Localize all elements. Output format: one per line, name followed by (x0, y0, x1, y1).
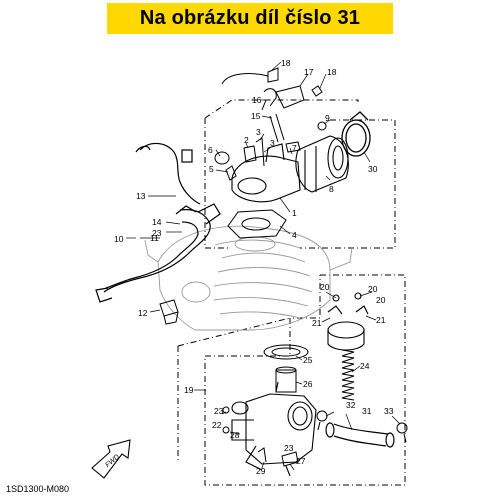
part-label-22: 22 (212, 420, 222, 430)
part-label-3: 3 (256, 127, 261, 137)
part-label-18b: 18 (327, 67, 337, 77)
part-label-19: 19 (184, 385, 194, 395)
part-label-18a: 18 (281, 58, 291, 68)
carburetor-screws (222, 406, 299, 467)
title-banner: Na obrázku díl číslo 31 (107, 3, 393, 34)
diaphragm (263, 344, 309, 360)
part-label-7: 7 (292, 143, 297, 153)
wiring-harness (135, 142, 201, 205)
part-label-31: 31 (362, 406, 372, 416)
part-label-28: 28 (230, 430, 240, 440)
part-label-27: 27 (296, 456, 306, 466)
upper-assembly-outline (204, 99, 396, 249)
part-label-10: 10 (114, 234, 124, 244)
part-label-17: 17 (304, 67, 314, 77)
clip-12 (159, 299, 179, 325)
page-title: Na obrázku díl číslo 31 (139, 7, 361, 29)
hose-clamp (341, 111, 371, 157)
part-label-30: 30 (368, 164, 378, 174)
part-label-21a: 21 (312, 318, 322, 328)
fuel-hose-assembly (95, 203, 221, 303)
part-label-23b: 23 (214, 406, 224, 416)
part-label-24: 24 (360, 361, 370, 371)
part-label-11: 11 (150, 233, 159, 243)
piston-valve (275, 366, 297, 393)
part-label-4: 4 (292, 230, 297, 240)
part-label-6: 6 (208, 145, 213, 155)
leader-lines (126, 61, 401, 471)
part-label-23a: 23 (152, 228, 162, 238)
part-label-5: 5 (209, 164, 214, 174)
part-label-32: 32 (346, 400, 356, 410)
spring (341, 349, 355, 401)
sensor-assembly (221, 67, 323, 111)
part-label-13: 13 (136, 191, 146, 201)
part-label-29: 29 (256, 466, 266, 476)
part-label-12: 12 (138, 308, 148, 318)
drawing-code: 1SD1300-M080 (6, 484, 70, 494)
part-label-1: 1 (292, 208, 297, 218)
part-label-25: 25 (303, 355, 313, 365)
part-label-20c: 20 (376, 295, 386, 305)
part-number-labels: 18 17 18 16 15 3 2 3 6 5 7 9 8 30 1 4 13… (114, 58, 394, 476)
part-label-20a: 20 (320, 282, 330, 292)
part-label-23c: 23 (284, 443, 294, 453)
carburetor-body (231, 381, 317, 477)
part-label-2: 2 (244, 135, 249, 145)
hose-31[interactable] (325, 422, 395, 448)
part-label-3b: 3 (270, 138, 275, 148)
hose-15 (269, 113, 285, 143)
hose-clamps (316, 410, 408, 443)
part-label-20b: 20 (368, 284, 378, 294)
throttle-body (295, 135, 349, 193)
part-label-33: 33 (384, 406, 394, 416)
part-label-15: 15 (251, 111, 261, 121)
small-fasteners (214, 121, 327, 181)
part-label-14: 14 (152, 217, 162, 227)
fwd-arrow (91, 439, 131, 479)
engine-outline (144, 225, 353, 331)
part-label-16: 16 (252, 95, 262, 105)
part-label-8: 8 (329, 184, 334, 194)
part-label-21b: 21 (376, 315, 386, 325)
gasket (227, 209, 287, 239)
intake-manifold (231, 143, 301, 203)
part-label-26: 26 (303, 379, 313, 389)
part-label-9: 9 (325, 113, 330, 123)
lower-assembly-outline (177, 274, 406, 486)
float-bowl-cover (327, 292, 369, 351)
